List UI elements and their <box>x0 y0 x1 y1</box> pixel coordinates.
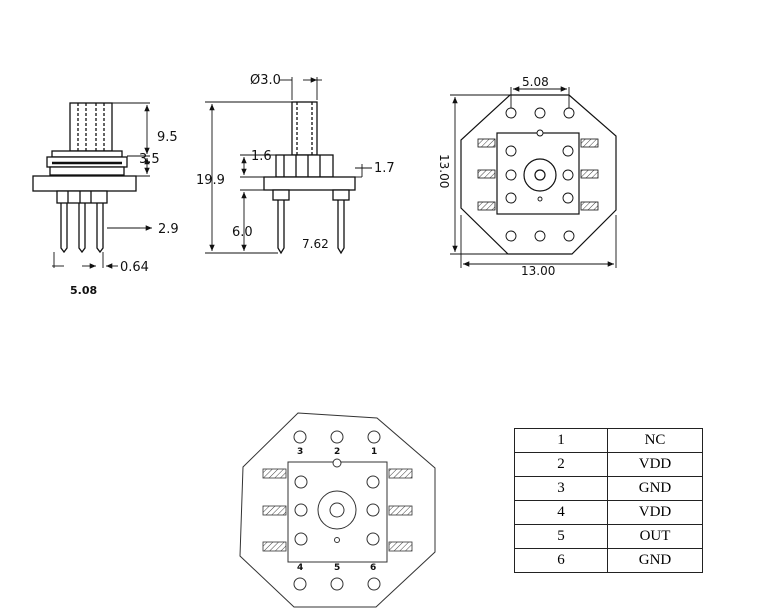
pinout-view <box>239 412 436 608</box>
top-port-circle <box>523 158 557 192</box>
table-row: 6 GND <box>514 548 703 573</box>
pin-number-label: 4 <box>297 563 303 573</box>
top-view <box>450 86 617 268</box>
pin-function-cell: VDD <box>607 500 703 525</box>
pin-function-cell: GND <box>607 548 703 573</box>
pin-number-cell: 1 <box>514 428 608 453</box>
top-dim-height: 13.00 <box>437 154 451 188</box>
front-dim-3-5: 3.5 <box>139 152 160 167</box>
pin-number-label: 6 <box>370 563 376 573</box>
front-base-plate <box>32 175 137 204</box>
front-pins <box>60 203 104 254</box>
top-dimensions <box>450 86 617 268</box>
pin-number-cell: 5 <box>514 524 608 549</box>
side-dim-7-62: 7.62 <box>302 237 329 251</box>
pinout-pin-numbers: 3 2 1 4 5 6 <box>297 447 377 573</box>
table-row: 4 VDD <box>514 500 703 525</box>
front-port-tube <box>69 102 113 152</box>
side-dim-diameter: Ø3.0 <box>250 73 281 88</box>
side-dim-19-9: 19.9 <box>196 173 225 188</box>
table-row: 3 GND <box>514 476 703 501</box>
pin-number-cell: 6 <box>514 548 608 573</box>
top-through-holes <box>505 107 575 242</box>
pin-number-cell: 3 <box>514 476 608 501</box>
top-sensor-pads <box>505 129 574 204</box>
pin-number-label: 3 <box>297 447 303 457</box>
front-dim-2-9: 2.9 <box>158 222 179 237</box>
front-dim-5-08: 5.08 <box>70 284 97 297</box>
front-view <box>32 102 152 269</box>
front-dimensions <box>52 102 152 269</box>
pin-number-cell: 4 <box>514 500 608 525</box>
side-pins <box>277 200 345 255</box>
front-dim-9-5: 9.5 <box>157 130 178 145</box>
side-body <box>275 154 334 178</box>
pin-function-cell: GND <box>607 476 703 501</box>
side-port-tube <box>291 101 318 156</box>
pin-function-table: 1 NC 2 VDD 3 GND 4 VDD 5 OUT 6 GND <box>514 428 703 573</box>
pinout-sensor-pads <box>294 458 380 546</box>
top-hatch-pads <box>477 138 599 211</box>
table-row: 2 VDD <box>514 452 703 477</box>
pinout-hatch-pads <box>262 468 413 552</box>
side-view <box>205 77 372 255</box>
table-row: 1 NC <box>514 428 703 453</box>
side-base-plate <box>263 176 356 201</box>
pin-function-cell: VDD <box>607 452 703 477</box>
pin-number-label: 2 <box>334 447 340 457</box>
pin-function-cell: OUT <box>607 524 703 549</box>
table-row: 5 OUT <box>514 524 703 549</box>
pin-number-label: 1 <box>371 447 377 457</box>
pinout-through-holes <box>293 430 381 591</box>
top-dim-5-08: 5.08 <box>522 75 549 89</box>
pin-number-label: 5 <box>334 563 340 573</box>
pin-function-cell: NC <box>607 428 703 453</box>
side-dim-1-7: 1.7 <box>374 161 395 176</box>
front-dim-0-64: 0.64 <box>120 260 149 275</box>
pinout-port-circle <box>317 490 357 530</box>
side-dim-6-0: 6.0 <box>232 225 253 240</box>
pin-number-cell: 2 <box>514 452 608 477</box>
front-body <box>46 150 128 176</box>
top-dim-width: 13.00 <box>521 264 555 278</box>
side-dimensions <box>205 77 372 254</box>
side-dim-1-6: 1.6 <box>251 149 272 164</box>
